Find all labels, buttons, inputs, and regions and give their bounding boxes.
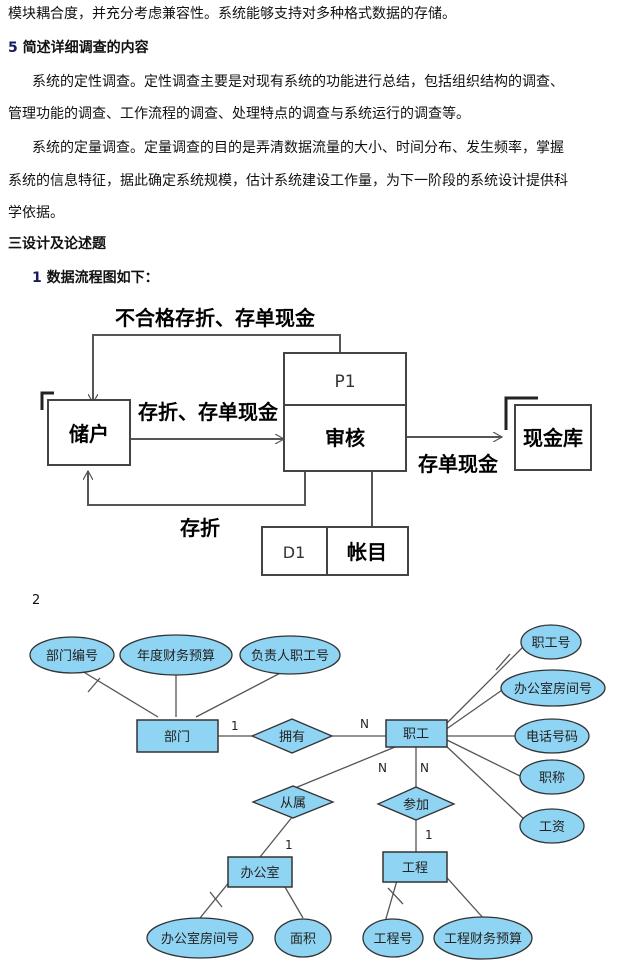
paragraph-qualitative-2: 管理功能的调查、工作流程的调查、处理特点的调查与系统运行的调查等。 [8,106,470,122]
flow-line-back [88,463,306,506]
heading-5-title: 简述详细调查的内容 [22,40,149,56]
attr-dept-no [29,636,115,674]
section-3-heading: 三设计及论述题 [8,236,106,252]
heading-5-number: 5 [8,40,18,56]
attr-staff-phone-label: 电话号码 [526,730,578,745]
attr-staff-phone [514,718,590,754]
entity-corner-mark-left [40,391,54,410]
rel-belong-label: 从属 [280,796,306,811]
attr-office-area-label: 面积 [290,932,316,947]
paragraph-qualitative-1: 系统的定性调查。定性调查主要是对现有系统的功能进行总结，包括组织结构的调查、 [32,74,564,90]
entity-office [227,856,293,888]
attr-staff-no-label: 职工号 [531,636,570,651]
paragraph-quantitative-3: 学依据。 [8,205,64,221]
card-office-belong: 1 [285,838,293,852]
entity-cash-vault [514,404,592,471]
attr-staff-no [520,624,582,660]
process-audit [283,352,407,472]
rel-belong [251,785,335,819]
entity-dept [136,719,219,753]
entity-depositor-label: 储户 [69,422,109,446]
paragraph-quantitative-1: 系统的定量调查。定量调查的目的是弄清数据流量的大小、时间分布、发生频率，掌握 [32,140,564,156]
flow-label-in: 存折、存单现金 [138,400,279,424]
attr-dept-no-label: 部门编号 [46,649,98,664]
entity-project [382,851,448,883]
question-1-heading: 1 数据流程图如下： [32,268,159,288]
data-store-id: D1 [283,543,306,562]
attr-dept-head [239,635,341,675]
entity-corner-mark-right [504,396,538,430]
data-flow-diagram: 储户 P1 审核 现金库 D1 帐目 不合格存折、存单现金 存折、存单现金 存单… [40,306,592,576]
attr-proj-budget [433,916,533,960]
attr-office-area [274,918,332,958]
question-1-number: 1 [32,270,42,286]
question-1-title: 数据流程图如下： [46,270,159,286]
data-store-ledger [261,526,409,576]
attr-staff-room [500,669,606,707]
attr-proj-no [362,918,424,958]
card-dept-own: 1 [231,719,239,733]
card-staff-own: N [360,717,369,731]
rel-own [250,718,334,754]
paragraph-quantitative-2: 系统的信息特征，据此确定系统规模，估计系统建设工作量，为下一阶段的系统设计提供科 [8,173,568,189]
process-id: P1 [334,372,355,392]
card-staff-belong: N [378,761,387,775]
attr-dept-head-label: 负责人职工号 [251,649,329,664]
attr-dept-budget-label: 年度财务预算 [137,648,215,664]
er-diagram: 部门编号 年度财务预算 负责人职工号 职工号 办公室房间号 电话号码 职称 工资… [29,624,606,960]
attr-proj-budget-label: 工程财务预算 [444,931,522,947]
attr-staff-title-label: 职称 [539,771,565,786]
data-store-name: 帐目 [347,540,387,564]
attr-dept-budget [119,634,233,676]
flow-label-reject: 不合格存折、存单现金 [115,306,316,330]
attr-staff-room-label: 办公室房间号 [514,681,592,697]
heading-5: 5 简述详细调查的内容 [8,38,149,58]
flow-label-out: 存单现金 [418,452,499,476]
rel-own-label: 拥有 [279,730,305,745]
card-staff-join: N [420,761,429,775]
attr-office-room [146,917,254,959]
entity-staff [385,719,448,748]
process-name: 审核 [325,426,365,450]
attr-proj-no-label: 工程号 [373,932,412,947]
attr-staff-salary [519,808,585,844]
entity-depositor [47,399,131,466]
card-project-join: 1 [425,828,433,842]
entity-staff-label: 职工 [403,727,429,742]
attr-staff-title [519,759,585,795]
question-2-number: 2 [32,593,41,608]
entity-dept-label: 部门 [164,730,190,745]
attr-staff-salary-label: 工资 [539,820,565,835]
rel-join [376,786,456,821]
entity-cash-vault-label: 现金库 [523,426,583,450]
entity-project-label: 工程 [402,861,428,876]
attr-office-room-label: 办公室房间号 [161,931,239,947]
entity-office-label: 办公室 [240,865,279,881]
paragraph-compat: 模块耦合度，并充分考虑兼容性。系统能够支持对多种格式数据的存储。 [8,6,456,22]
flow-label-back: 存折 [180,516,220,540]
rel-join-label: 参加 [403,797,429,813]
